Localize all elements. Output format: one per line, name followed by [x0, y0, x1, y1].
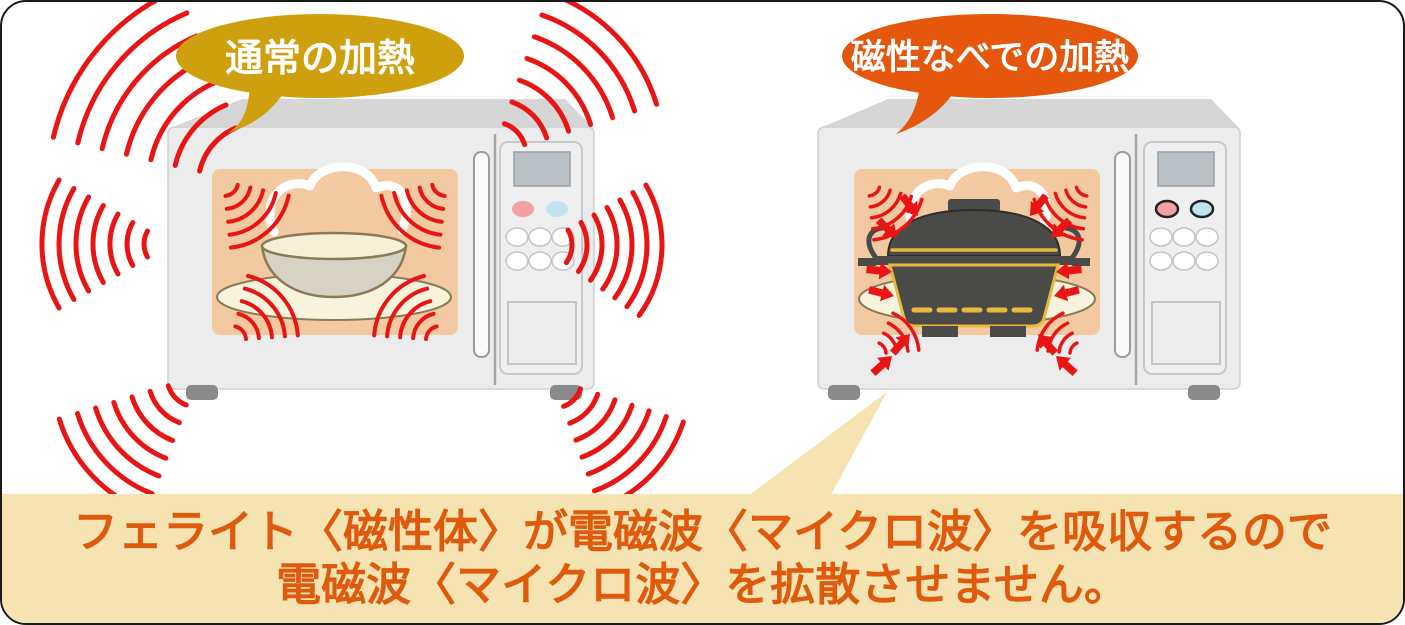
red-button-icon — [512, 201, 534, 217]
red-button-icon — [1154, 199, 1180, 219]
keypad-buttons — [505, 227, 575, 271]
keypad-buttons — [1149, 227, 1219, 271]
bowl-rim-icon — [260, 231, 408, 261]
right-scene-magnetic-pot-heating: 磁性なべでの加熱 — [740, 14, 1241, 502]
left-scene-normal-heating: 通常の加熱 — [39, 2, 686, 502]
caption-line-2: 電磁波〈マイクロ波〉を拡散させません。 — [276, 557, 1129, 611]
bowl-icon — [260, 244, 408, 299]
bubble-label-right: 磁性なべでの加熱 — [851, 38, 1130, 78]
oven-foot — [1188, 385, 1220, 400]
steam-icon — [905, 162, 1051, 237]
pot-rim — [874, 256, 1074, 265]
control-panel-left — [499, 141, 583, 375]
display-screen — [513, 151, 571, 187]
microwave-right — [817, 99, 1241, 400]
caption-line-1: フェライト〈磁性体〉が電磁波〈マイクロ波〉を吸収するので — [72, 504, 1333, 558]
pot-body — [888, 263, 1060, 328]
speech-bubble-left: 通常の加熱 — [176, 14, 464, 133]
absorbed-wave-arrows-icon — [866, 193, 1082, 376]
cyan-button-icon — [1189, 199, 1215, 219]
display-screen — [1157, 151, 1215, 187]
bubble-tail — [896, 86, 954, 134]
door-handle — [473, 151, 490, 358]
oven-foot — [828, 385, 860, 400]
steam-icon — [265, 162, 411, 237]
cyan-button-icon — [546, 201, 568, 217]
door-handle — [1114, 151, 1131, 358]
oven-top-face — [168, 99, 594, 129]
callout-pointer — [740, 392, 887, 502]
bubble-label-left: 通常の加熱 — [225, 36, 415, 80]
control-panel-right — [1143, 141, 1227, 375]
radiation-waves-leaking-icon — [39, 2, 686, 502]
oven-top-face — [818, 99, 1240, 129]
panel-lower-door — [1151, 301, 1221, 365]
panel-lower-door — [507, 301, 577, 365]
radiation-waves-inside-icon — [223, 182, 447, 341]
oven-foot — [186, 385, 218, 400]
caption-band: フェライト〈磁性体〉が電磁波〈マイクロ波〉を吸収するので 電磁波〈マイクロ波〉を… — [2, 494, 1403, 623]
bubble-tail — [228, 86, 284, 133]
speech-bubble-right: 磁性なべでの加熱 — [842, 14, 1138, 134]
